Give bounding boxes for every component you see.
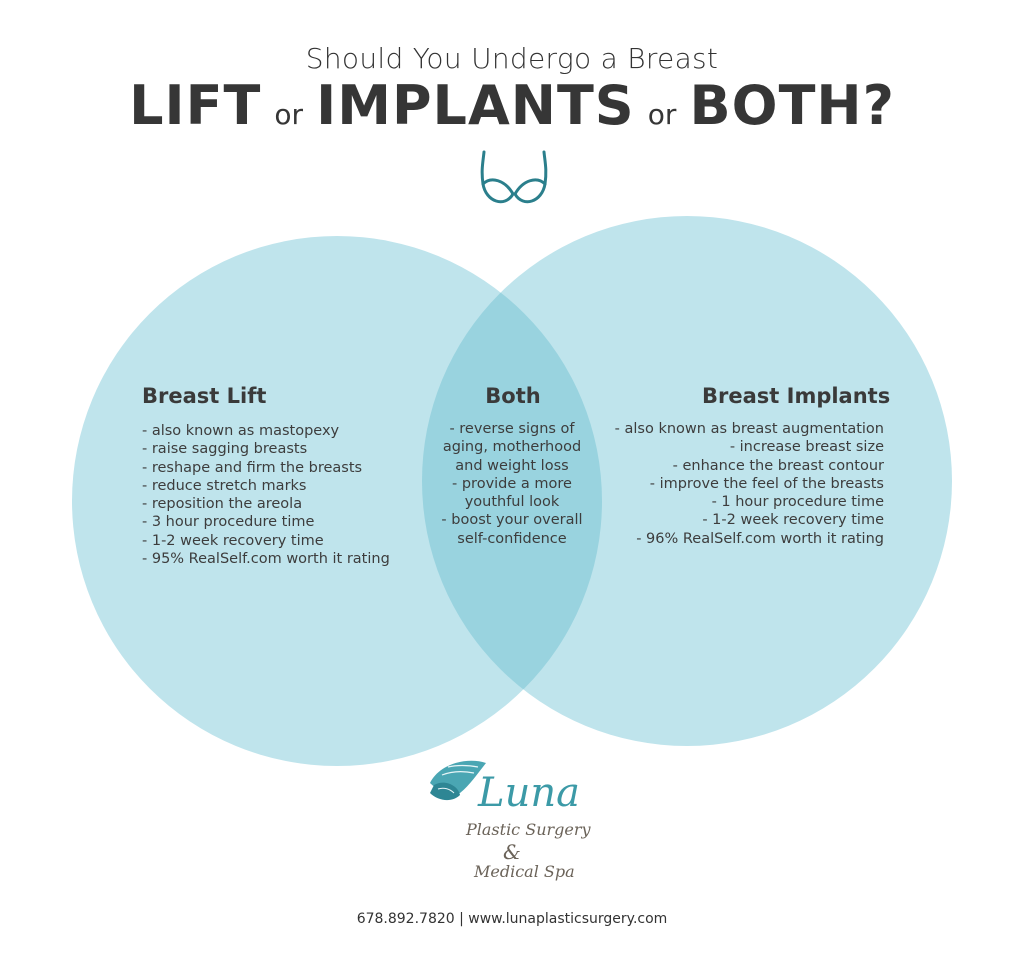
list-item: - reposition the areola [142, 496, 303, 513]
both-heading: Both [0, 384, 1024, 408]
title-both: BOTH? [689, 74, 895, 137]
list-item: - reshape and firm the breasts [142, 459, 363, 476]
list-item: - 95% RealSelf.com worth it rating [142, 551, 390, 568]
list-item: - 3 hour procedure time [142, 514, 315, 531]
title-implants: IMPLANTS [316, 74, 635, 137]
list-item: - enhance the breast contour [672, 457, 884, 474]
bra-icon [480, 150, 548, 204]
list-item: - raise sagging breasts [142, 441, 308, 458]
breast-lift-list: - also known as mastopexy - raise sagging… [142, 422, 390, 568]
logo-ampersand: & [503, 840, 521, 864]
title-or-1: or [274, 98, 304, 131]
logo-name: Luna [478, 770, 580, 816]
list-item: youthful look [464, 494, 560, 511]
butterfly-icon [430, 760, 486, 801]
list-item: aging, motherhood [442, 439, 582, 456]
breast-implants-list: - also known as breast augmentation - inc… [615, 420, 884, 548]
breast-implants-heading: Breast Implants [702, 384, 891, 408]
list-item: and weight loss [455, 457, 569, 474]
title-lift: LIFT [129, 74, 262, 137]
list-item: - reduce stretch marks [142, 477, 307, 494]
list-item: - 1-2 week recovery time [142, 532, 324, 549]
list-item: - 96% RealSelf.com worth it rating [636, 530, 884, 547]
list-item: self-confidence [457, 530, 567, 547]
footer-contact: 678.892.7820 | www.lunaplasticsurgery.co… [356, 911, 668, 927]
list-item: - boost your overall [441, 512, 583, 529]
title-main: LIFT or IMPLANTS or BOTH? [0, 74, 1024, 137]
logo-medical-spa: Medical Spa [474, 862, 575, 881]
title-subheading: Should You Undergo a Breast [305, 42, 719, 75]
both-heading-text: Both [485, 384, 541, 408]
logo-plastic-surgery: Plastic Surgery [466, 820, 591, 839]
list-item: - 1 hour procedure time [711, 494, 884, 511]
list-item: - also known as mastopexy [142, 423, 340, 439]
list-item: - increase breast size [729, 439, 884, 456]
list-item: - improve the feel of the breasts [649, 475, 884, 492]
breast-lift-heading: Breast Lift [142, 384, 267, 408]
list-item: - provide a more [452, 475, 572, 492]
list-item: - also known as breast augmentation [614, 421, 884, 437]
title-or-2: or [647, 98, 677, 131]
list-item: - reverse signs of [449, 421, 575, 437]
list-item: - 1-2 week recovery time [702, 512, 884, 529]
